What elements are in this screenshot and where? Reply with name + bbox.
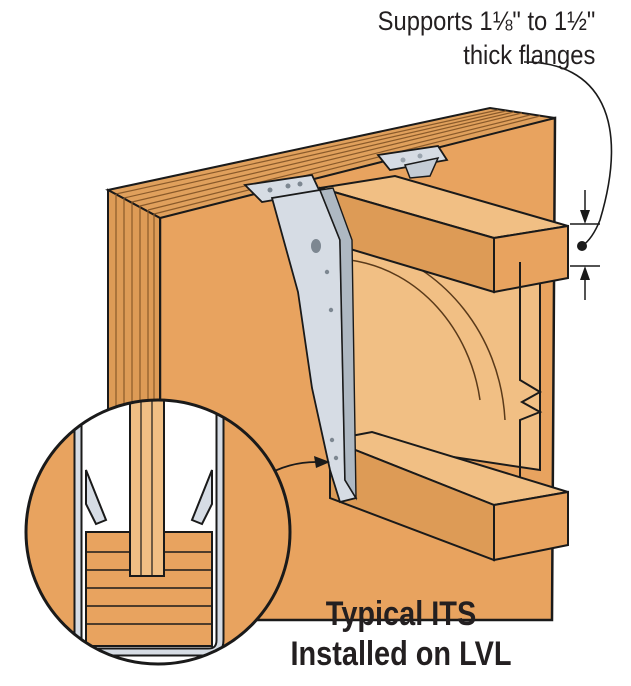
i-joist-top-flange-front [493,224,569,294]
nail-hole [285,183,291,189]
nail-hole [324,269,330,275]
caption-line-1: Typical ITS [325,595,477,633]
hanger-far [376,145,449,179]
nail-hole [333,455,339,461]
nail-hole [267,187,273,193]
i-joist [319,174,569,562]
detail-hanger-tab-right [190,469,213,526]
i-joist-bottom-flange-front [493,490,569,562]
flange-thickness-callout: Supports 1⅛" to 1½" thick flanges [377,4,595,72]
detail-hanger-tab-left [85,469,108,526]
caption-line-2: Installed on LVL [290,635,512,673]
i-joist-bottom-flange-side [329,438,495,562]
detail-web-plies [140,400,153,576]
flange-dimension [523,61,613,300]
nail-hole [311,239,321,253]
nail-hole [328,307,334,313]
callout-line-2: thick flanges [462,40,595,70]
callout-leader-line [523,61,613,247]
hanger-nail-holes [267,181,339,461]
detail-web [129,400,165,577]
hanger-far-flange [376,145,449,171]
hanger-strap-side [319,187,357,501]
nail-hole [297,181,303,187]
dimension-arrow-bottom-head [580,266,590,280]
its-hanger [243,174,358,504]
detail-pointer-arrowhead [314,456,330,468]
i-joist-web-edge [519,262,543,505]
detail-lvl-side-left [26,400,78,664]
dimension-arrow-top-head [580,210,590,224]
callout-line-1: Supports 1⅛" to 1½" [377,6,595,36]
figure-caption: Typical ITS Installed on LVL [290,594,511,674]
nail-hole [400,157,406,163]
nail-hole [417,153,423,159]
detail-circle-outline [24,398,292,666]
lvl-laminations-top [115,109,541,215]
hanger-far-tab [403,156,440,179]
nail-hole [329,437,335,443]
